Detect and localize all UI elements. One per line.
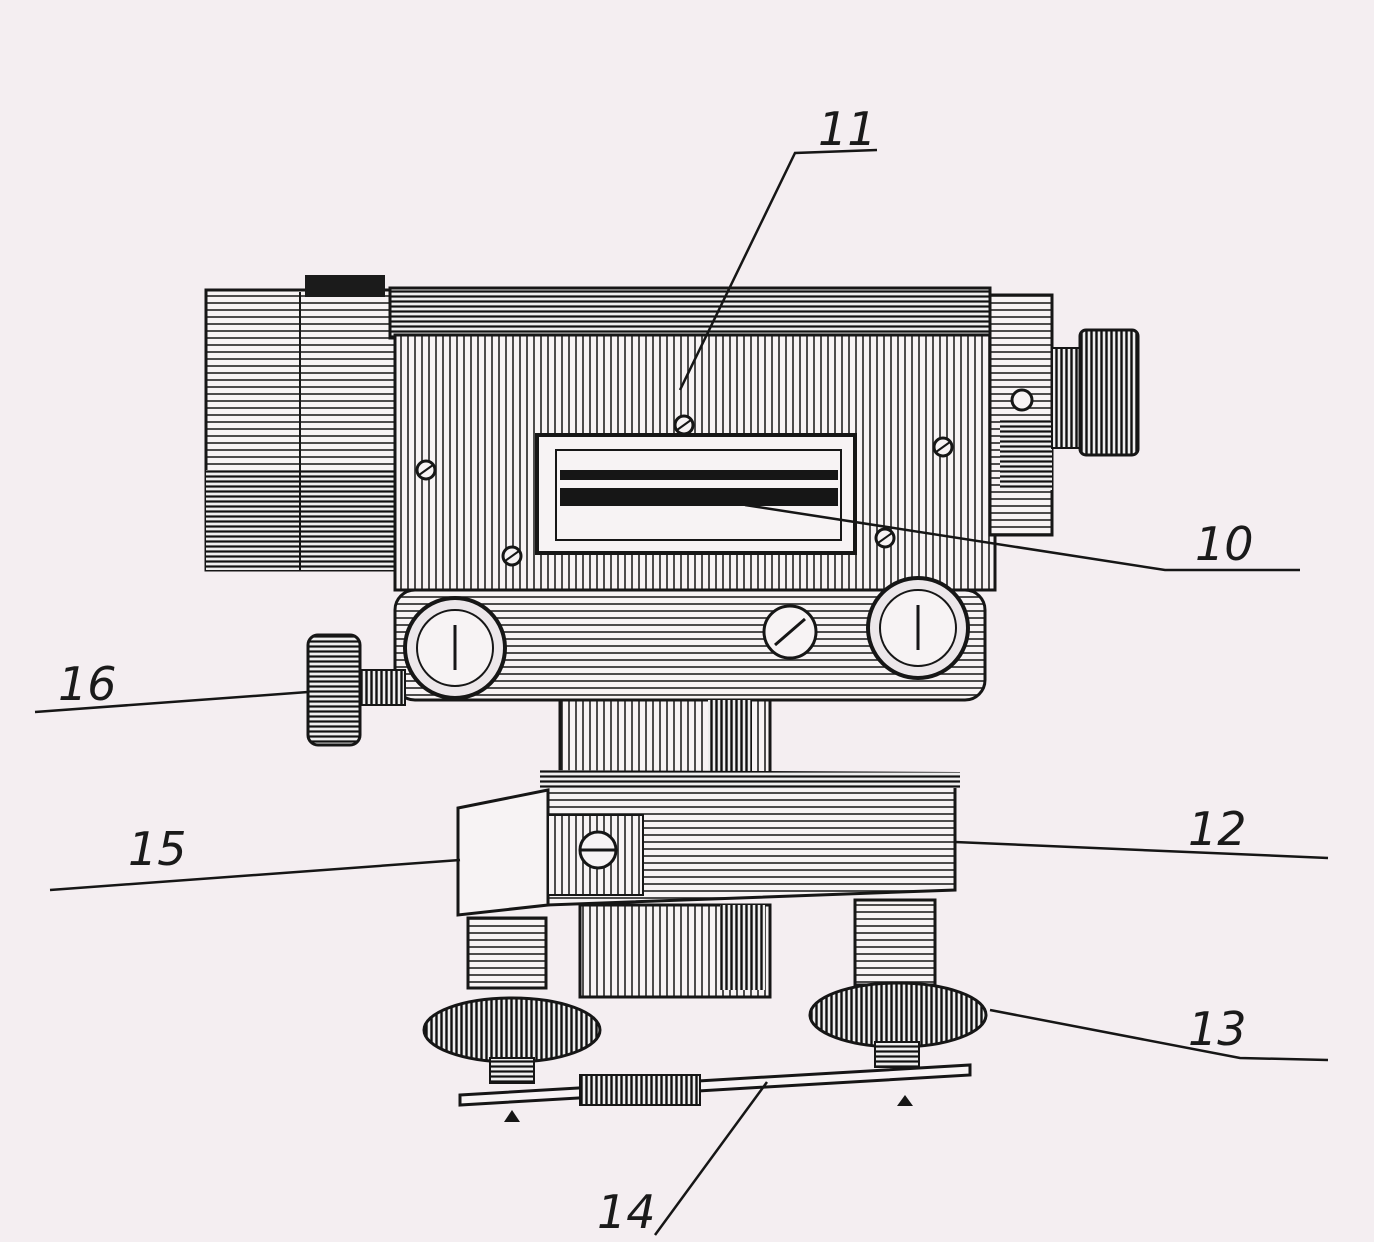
telescope-body xyxy=(204,275,1140,592)
callout-label-11: 11 xyxy=(818,102,877,156)
cradle xyxy=(306,576,987,747)
leader-10 xyxy=(744,503,1300,572)
eyepiece-lens-left xyxy=(403,596,507,700)
leader-lines xyxy=(34,148,1329,1236)
eyepiece-lens-right xyxy=(866,576,970,680)
callout-labels: 11 10 16 15 12 13 14 xyxy=(58,102,1254,1239)
leader-14 xyxy=(653,1081,769,1236)
leader-12 xyxy=(954,840,1329,860)
center-screw-icon xyxy=(762,604,818,660)
leader-11 xyxy=(678,148,878,391)
leveling-screw-left xyxy=(422,916,602,1122)
callout-label-14: 14 xyxy=(597,1185,656,1239)
callout-label-10: 10 xyxy=(1195,517,1254,571)
base-plate xyxy=(458,1063,972,1107)
leader-13 xyxy=(989,1008,1329,1062)
screw-icon xyxy=(415,414,954,567)
callout-label-15: 15 xyxy=(128,822,187,876)
callout-label-16: 16 xyxy=(58,657,117,711)
callout-label-13: 13 xyxy=(1188,1002,1247,1056)
leader-16 xyxy=(34,690,309,714)
leader-15 xyxy=(49,858,461,892)
leveling-screw-right xyxy=(808,898,988,1106)
base-housing xyxy=(456,770,960,999)
callout-label-12: 12 xyxy=(1188,802,1247,856)
